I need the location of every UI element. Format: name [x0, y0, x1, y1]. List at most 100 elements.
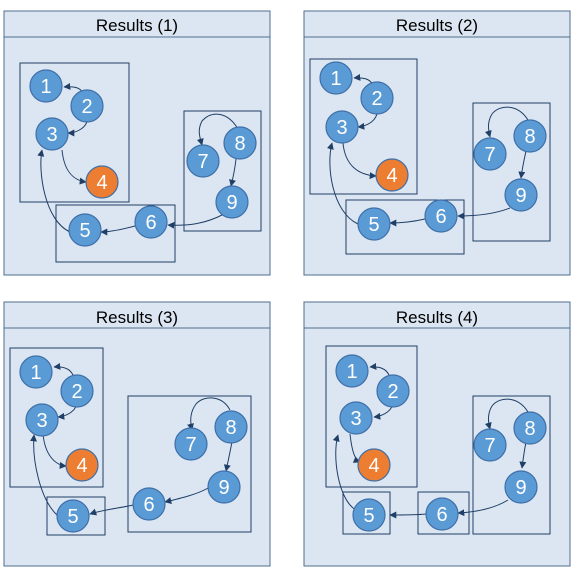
- node-3: [339, 401, 373, 435]
- node-label: 7: [185, 434, 196, 456]
- node-5: [56, 499, 90, 533]
- node-6: [425, 497, 459, 531]
- node-4: [65, 448, 99, 482]
- edge-8-7: [484, 106, 529, 138]
- edge-5-3: [30, 434, 59, 517]
- edge-8-9: [229, 158, 237, 187]
- panel-results-2: Results (2) 1 3 2 4 5 6 7 8 9: [303, 10, 571, 276]
- node-2: [376, 374, 410, 408]
- node-label: 2: [371, 88, 382, 110]
- panel-title: Results (3): [96, 308, 178, 327]
- edge-5-3: [37, 149, 71, 233]
- edge-5-3: [326, 142, 359, 225]
- node-2: [360, 81, 394, 115]
- edge-8-9: [518, 150, 527, 179]
- group-box: [309, 58, 418, 195]
- node-9: [207, 470, 241, 504]
- node-label: 5: [368, 214, 379, 236]
- edge-6-5: [389, 218, 426, 227]
- edge-3-4: [42, 433, 67, 469]
- edge-9-6: [457, 499, 509, 517]
- node-5: [68, 213, 102, 247]
- edge-5-3: [332, 434, 357, 511]
- panel-title: Results (2): [396, 16, 478, 35]
- edge-3-4: [61, 149, 87, 185]
- node-5: [357, 207, 391, 241]
- node-1: [29, 69, 63, 103]
- node-label: 9: [226, 192, 237, 214]
- node-8: [223, 126, 257, 160]
- group-box: [417, 491, 470, 535]
- node-label: 4: [96, 172, 107, 194]
- edge-8-7: [196, 113, 239, 146]
- edge-9-6: [457, 207, 511, 220]
- edge-6-5: [89, 504, 134, 516]
- node-4: [357, 448, 391, 482]
- edge-9-6: [164, 487, 209, 504]
- node-label: 1: [40, 76, 51, 98]
- edge-8-7: [187, 397, 231, 431]
- node-label: 2: [81, 96, 92, 118]
- group-box: [19, 62, 130, 203]
- node-label: 9: [515, 185, 526, 207]
- node-label: 6: [436, 504, 447, 526]
- edge-3-4: [342, 142, 377, 180]
- node-label: 8: [234, 133, 245, 155]
- node-label: 9: [218, 477, 229, 499]
- node-label: 4: [76, 455, 87, 477]
- panel-title: Results (1): [96, 16, 178, 35]
- node-6: [424, 199, 458, 233]
- group-box: [472, 395, 551, 535]
- edge-9-6: [167, 213, 225, 229]
- node-label: 8: [524, 126, 535, 148]
- node-label: 7: [197, 151, 208, 173]
- node-6: [134, 205, 168, 239]
- edge-6-5: [389, 511, 427, 519]
- group-box: [472, 102, 551, 242]
- node-label: 8: [524, 418, 535, 440]
- node-label: 4: [368, 455, 379, 477]
- node-label: 1: [330, 68, 341, 90]
- node-label: 5: [79, 220, 90, 242]
- node-2: [60, 374, 94, 408]
- node-7: [174, 427, 208, 461]
- node-label: 2: [71, 381, 82, 403]
- node-label: 7: [484, 435, 495, 457]
- node-label: 6: [145, 212, 156, 234]
- node-label: 5: [363, 505, 374, 527]
- node-4: [85, 165, 119, 199]
- node-4: [375, 158, 409, 192]
- node-2: [70, 89, 104, 123]
- node-label: 9: [515, 477, 526, 499]
- node-label: 7: [484, 144, 495, 166]
- node-7: [186, 144, 220, 178]
- group-box: [55, 204, 176, 263]
- node-8: [513, 119, 547, 153]
- group-box: [46, 496, 106, 536]
- edge-8-7: [484, 398, 529, 430]
- node-9: [504, 470, 538, 504]
- node-label: 6: [435, 206, 446, 228]
- node-1: [19, 355, 53, 389]
- edge-6-5: [100, 225, 136, 236]
- node-label: 3: [46, 124, 57, 146]
- node-3: [325, 110, 359, 144]
- node-3: [25, 403, 59, 437]
- node-9: [504, 178, 538, 212]
- node-label: 6: [143, 494, 154, 516]
- node-label: 1: [30, 362, 41, 384]
- node-label: 2: [387, 381, 398, 403]
- node-1: [335, 354, 369, 388]
- edge-8-9: [519, 441, 527, 469]
- group-box: [345, 199, 465, 255]
- node-label: 8: [225, 417, 236, 439]
- group-box: [183, 110, 262, 232]
- panel-title: Results (4): [396, 308, 478, 327]
- group-box: [9, 347, 104, 488]
- node-8: [214, 410, 248, 444]
- node-label: 5: [67, 506, 78, 528]
- node-7: [473, 137, 507, 171]
- node-label: 3: [336, 117, 347, 139]
- node-label: 3: [36, 410, 47, 432]
